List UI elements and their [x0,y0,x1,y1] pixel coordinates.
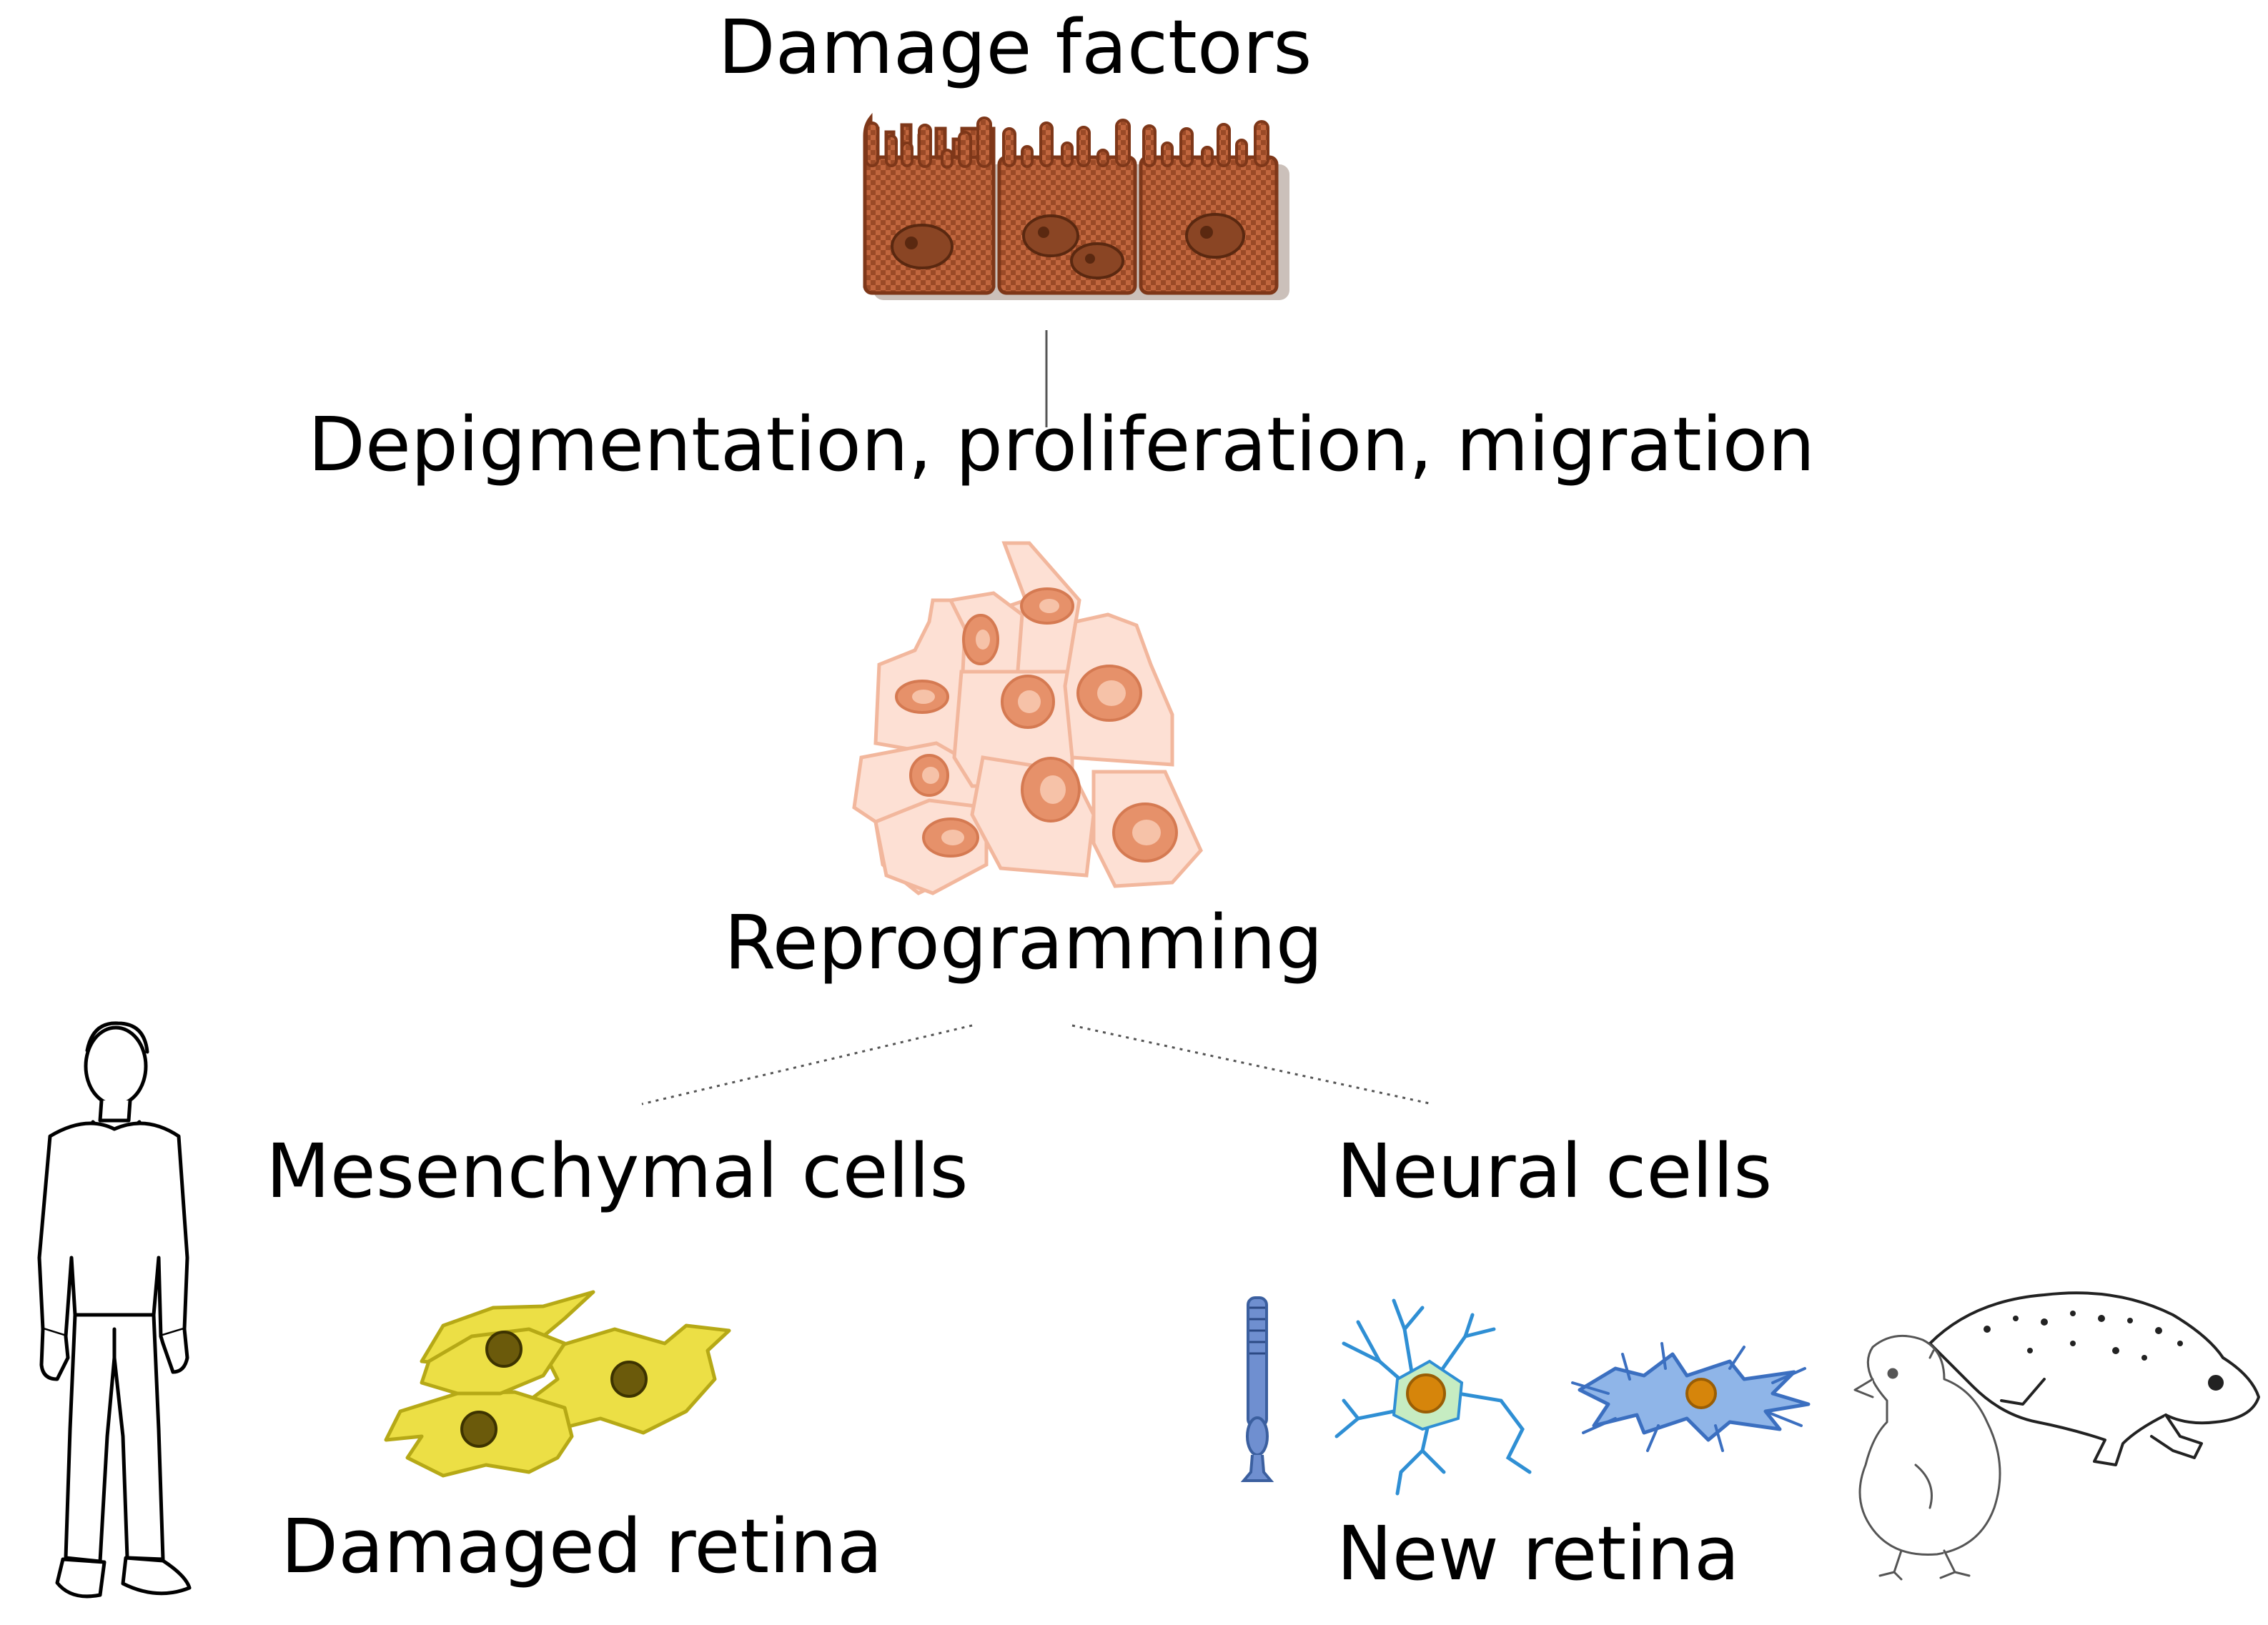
chick-icon [1853,1334,2001,1581]
reprogrammed-cells-icon [852,541,1203,895]
newt-icon [1886,1291,2260,1466]
connector-line-left-branch [641,1024,973,1105]
reprogramming-label: Reprogramming [724,899,1323,986]
mesenchymal-cells-label: Mesenchymal cells [266,1128,969,1215]
new-retina-label: New retina [1337,1510,1740,1597]
damage-factors-label: Damage factors [718,4,1312,91]
damaged-retina-label: Damaged retina [281,1503,883,1590]
rpe-cells-icon [863,112,1289,300]
human-figure-icon [37,1021,192,1599]
photoreceptor-icon [1240,1296,1274,1482]
muller-glia-icon [1571,1342,1811,1452]
mesenchymal-cells-icon [384,1290,731,1478]
connector-line-right-branch [1071,1024,1433,1105]
depigmentation-label: Depigmentation, proliferation, migration [308,401,1815,488]
neural-cells-label: Neural cells [1337,1128,1772,1215]
neuron-icon [1334,1298,1532,1496]
